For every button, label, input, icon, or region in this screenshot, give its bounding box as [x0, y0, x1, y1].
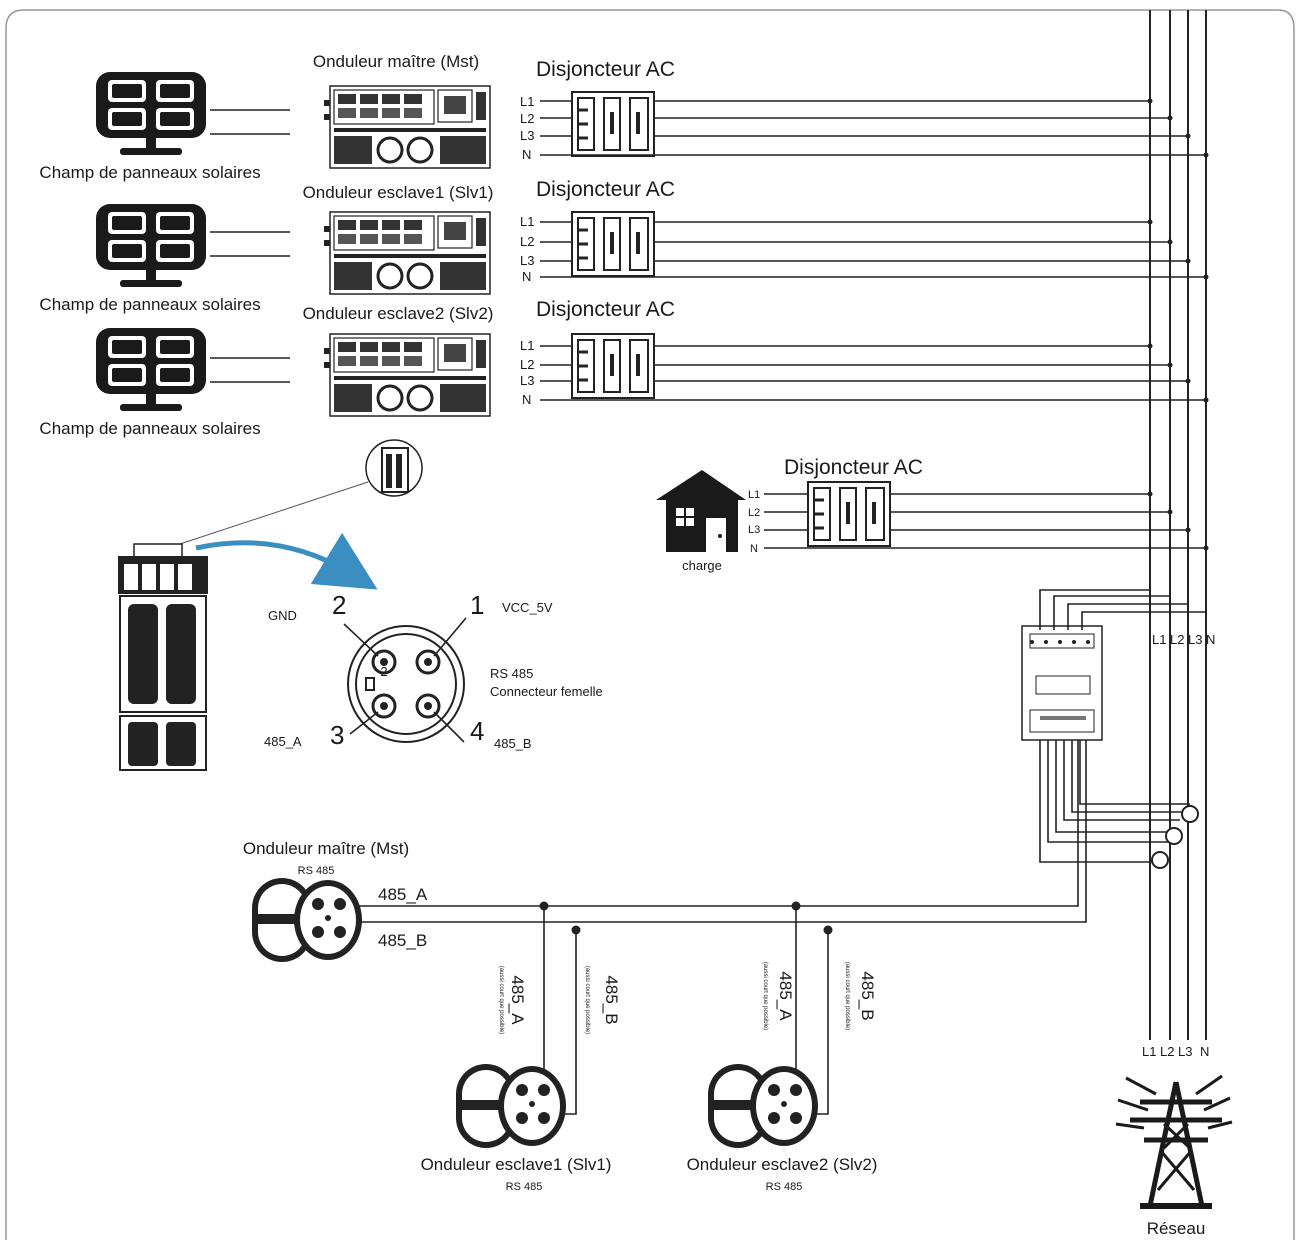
phase-label: N	[750, 543, 758, 555]
solar-label-3: Champ de panneaux solaires	[39, 419, 260, 438]
inverter-label-slave2: Onduleur esclave2 (Slv2)	[303, 304, 494, 323]
pin-mini: 2	[380, 664, 387, 679]
drop-note: (aussi court que possible)	[584, 966, 590, 1034]
master-rs485-plug-icon	[252, 878, 362, 962]
phase-label: L2	[520, 234, 534, 249]
inverter-master-icon	[322, 84, 492, 170]
phase-label: L1	[520, 214, 534, 229]
bus-slave2-rs485: RS 485	[766, 1181, 803, 1193]
ct-clamp-icon	[1151, 805, 1199, 869]
bus-label: N	[1200, 1044, 1209, 1059]
connector-zoom-icon	[365, 439, 423, 497]
breaker-icon	[570, 332, 656, 400]
breaker-icon	[570, 210, 656, 278]
rs485-label: RS 485	[490, 666, 533, 681]
inverter-slave1-icon	[322, 210, 492, 296]
phase-label: L1	[520, 338, 534, 353]
load-label: charge	[682, 558, 722, 573]
inverter-label-master: Onduleur maître (Mst)	[313, 52, 479, 71]
drop-a-label: 485_A	[776, 971, 795, 1021]
bus-label: L3	[1188, 632, 1202, 647]
drop-a-label: 485_A	[508, 975, 527, 1025]
phase-label: L1	[748, 489, 760, 501]
pin-number: 1	[470, 590, 484, 620]
drop-b-label: 485_B	[602, 975, 621, 1024]
pin-b-label: 485_B	[494, 736, 532, 751]
gnd-label: GND	[268, 608, 297, 623]
phase-label: N	[522, 392, 531, 407]
drop-note: (aussi court que possible)	[762, 962, 768, 1030]
solar-label-1: Champ de panneaux solaires	[39, 163, 260, 182]
phase-label: L3	[748, 524, 760, 536]
zoom-arrow	[195, 532, 378, 590]
phase-label: L3	[520, 373, 534, 388]
phase-label: L2	[520, 357, 534, 372]
bus-label: L2	[1160, 1044, 1174, 1059]
bus-label: N	[1206, 632, 1215, 647]
breaker-icon	[806, 480, 892, 548]
bus-label: L3	[1178, 1044, 1192, 1059]
phase-label: N	[522, 269, 531, 284]
slave1-rs485-plug-icon	[456, 1064, 566, 1148]
breaker-label-load: Disjoncteur AC	[784, 456, 923, 479]
breaker-label-2: Disjoncteur AC	[536, 178, 675, 201]
phase-label: N	[522, 147, 531, 162]
pin-a-label: 485_A	[264, 734, 302, 749]
solar-label-2: Champ de panneaux solaires	[39, 295, 260, 314]
pin-number: 3	[330, 720, 344, 750]
phase-label: L1	[520, 94, 534, 109]
bus-master-label: Onduleur maître (Mst)	[243, 839, 409, 858]
bus-b-label: 485_B	[378, 931, 427, 950]
inverter-slave2-icon	[322, 332, 492, 418]
bus-label: L2	[1170, 632, 1184, 647]
phase-label: L2	[520, 111, 534, 126]
solar-panel-icon	[96, 204, 206, 287]
power-tower-icon	[1115, 1074, 1233, 1209]
breaker-label-3: Disjoncteur AC	[536, 298, 675, 321]
grid-label: Réseau	[1147, 1219, 1206, 1238]
drop-note: (aussi court que possible)	[498, 966, 504, 1034]
drop-note: (aussi court que possible)	[844, 962, 850, 1030]
solar-panel-icon	[96, 328, 206, 411]
diagram-frame	[5, 9, 1295, 1240]
bus-slave1-label: Onduleur esclave1 (Slv1)	[421, 1155, 612, 1174]
bus-master-rs485: RS 485	[298, 865, 335, 877]
bus-label: L1	[1142, 1044, 1156, 1059]
phase-label: L3	[520, 128, 534, 143]
bus-label: L1	[1152, 632, 1166, 647]
vcc-label: VCC_5V	[502, 600, 553, 615]
breaker-label-1: Disjoncteur AC	[536, 58, 675, 81]
house-icon	[656, 470, 746, 552]
phase-label: L3	[520, 253, 534, 268]
pin-number: 4	[470, 716, 484, 746]
slave2-rs485-plug-icon	[708, 1064, 818, 1148]
breaker-icon	[570, 90, 656, 158]
drop-b-label: 485_B	[858, 971, 877, 1020]
solar-panel-icon	[96, 72, 206, 155]
bus-slave1-rs485: RS 485	[506, 1181, 543, 1193]
bus-a-label: 485_A	[378, 885, 428, 904]
bus-slave2-label: Onduleur esclave2 (Slv2)	[687, 1155, 878, 1174]
inverter-label-slave1: Onduleur esclave1 (Slv1)	[303, 183, 494, 202]
female-connector-label: Connecteur femelle	[490, 684, 603, 699]
pin-number: 2	[332, 590, 346, 620]
phase-label: L2	[748, 507, 760, 519]
energy-meter-icon	[1021, 625, 1103, 741]
rj45-plug-icon	[118, 543, 208, 771]
